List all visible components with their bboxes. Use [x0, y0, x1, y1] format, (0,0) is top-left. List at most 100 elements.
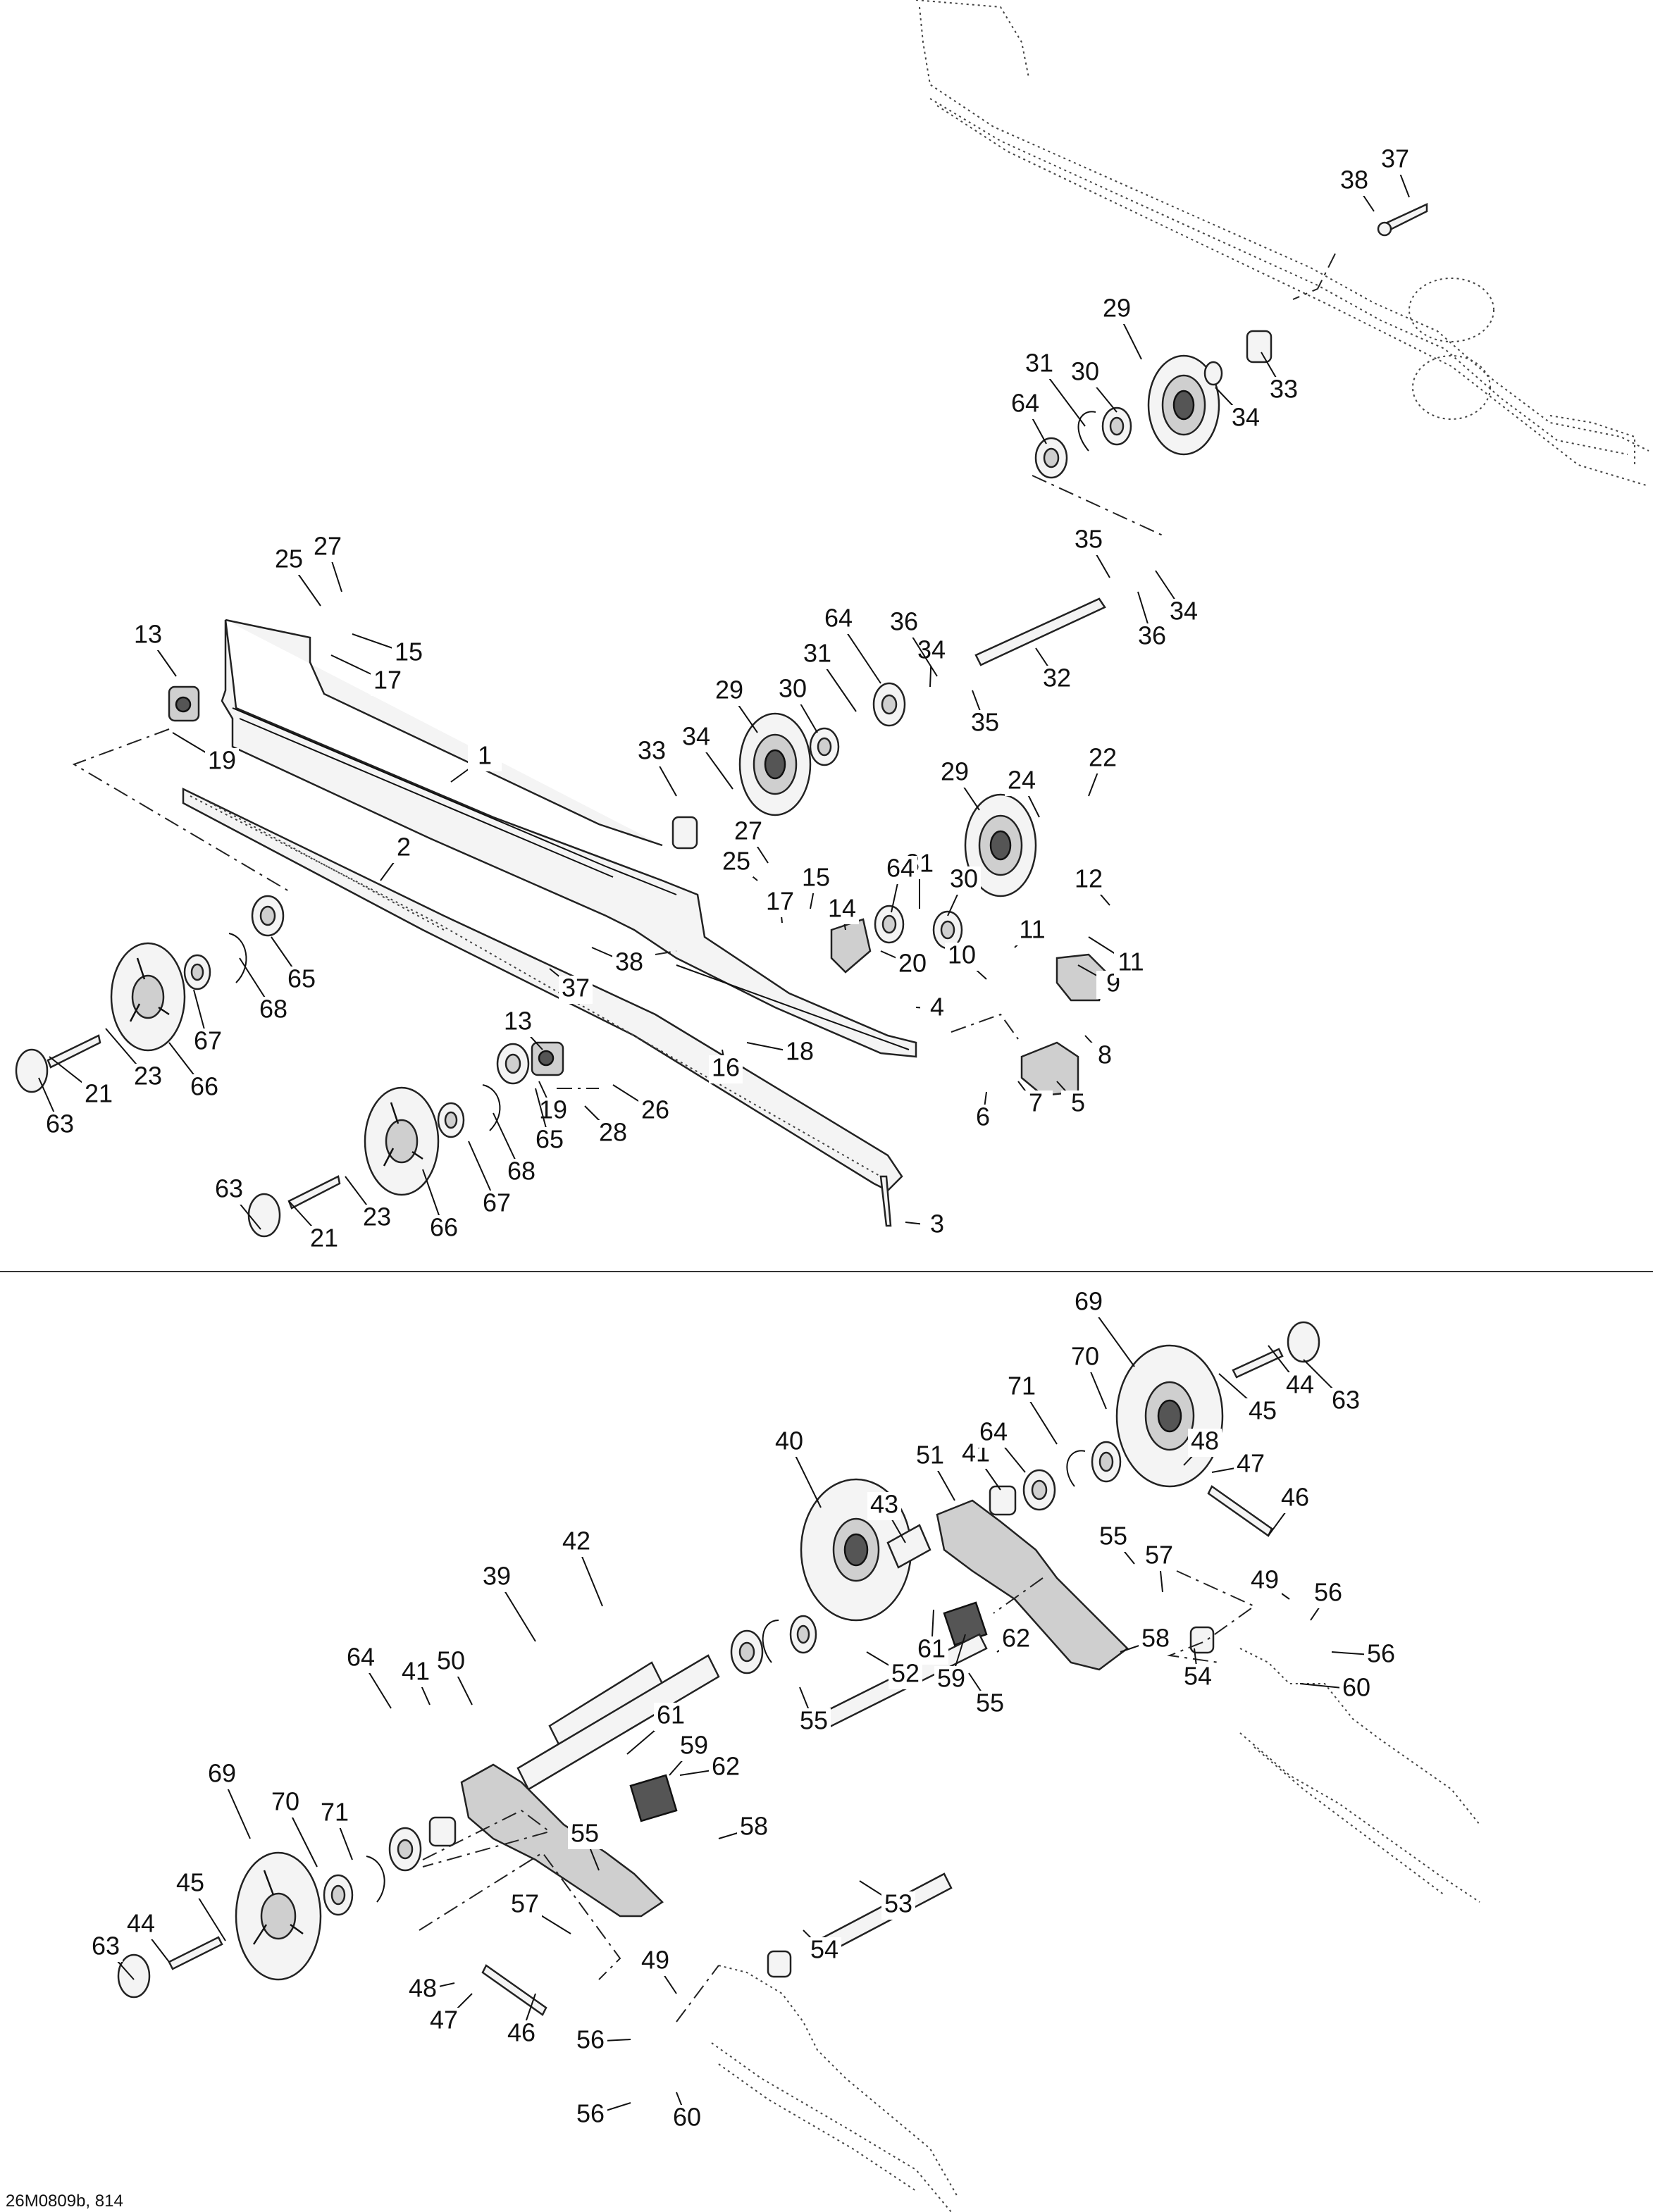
rail-outline-lower-right — [1239, 1648, 1480, 1903]
callout-number: 65 — [535, 1125, 564, 1154]
callout-c64b: 64 — [822, 604, 881, 684]
callout-bg — [256, 997, 290, 1025]
callout-c65a: 65 — [271, 936, 318, 995]
callout-number: 59 — [937, 1664, 965, 1693]
callout-bg — [480, 1191, 514, 1219]
stopper-block-9 — [1055, 953, 1108, 1002]
callout-c4: 4 — [915, 993, 954, 1023]
spring-59-lower — [629, 1774, 678, 1822]
callout-c35a: 35 — [1072, 525, 1110, 578]
callout-c44b: 44 — [124, 1909, 170, 1963]
callout-number: 30 — [1071, 357, 1099, 386]
callout-number: 44 — [1286, 1370, 1314, 1399]
callout-c41b: 41 — [399, 1657, 433, 1705]
callout-c36b: 36 — [887, 607, 938, 677]
callout-bg — [187, 1074, 221, 1102]
callout-bg — [1329, 1388, 1363, 1416]
callout-number: 29 — [941, 757, 969, 786]
callout-bg — [1339, 1675, 1373, 1703]
bearing-30-mid-b — [932, 910, 963, 950]
callout-number: 25 — [722, 847, 750, 876]
callout-bg — [670, 2105, 704, 2133]
callout-c14: 14 — [825, 894, 859, 931]
callout-bg — [822, 606, 855, 634]
callout-c31b: 31 — [800, 639, 857, 712]
callout-c30a: 30 — [1068, 357, 1118, 413]
callout-number: 71 — [1008, 1372, 1036, 1400]
leader-dash-mid — [72, 728, 1019, 1089]
callout-bg — [568, 1821, 602, 1849]
callout-number: 16 — [712, 1053, 740, 1082]
callout-c51: 51 — [913, 1441, 955, 1501]
callout-c66b: 66 — [422, 1169, 461, 1243]
bearing-67-right — [437, 1102, 465, 1138]
callout-c55b: 55 — [968, 1672, 1007, 1719]
callout-bg — [406, 1976, 440, 2004]
callout-number: 69 — [1075, 1287, 1103, 1316]
callout-c60a: 60 — [1299, 1673, 1373, 1703]
callout-number: 68 — [507, 1157, 535, 1186]
callout-number: 63 — [92, 1932, 120, 1961]
callout-bg — [712, 678, 746, 706]
callout-bg — [43, 1112, 77, 1140]
callout-number: 12 — [1075, 864, 1103, 893]
callout-number: 11 — [1019, 915, 1045, 944]
callout-c19b: 19 — [536, 1081, 570, 1126]
callout-number: 48 — [1191, 1427, 1219, 1455]
callout-c67b: 67 — [468, 1141, 514, 1219]
callout-number: 63 — [46, 1110, 74, 1138]
callout-number: 58 — [740, 1812, 768, 1841]
spacer-33-mid — [671, 816, 698, 850]
callout-bg — [1167, 599, 1201, 627]
callout-number: 46 — [1281, 1483, 1309, 1512]
callout-bg — [638, 1948, 672, 1976]
callout-bg — [719, 849, 753, 877]
callout-c63d: 63 — [89, 1932, 135, 1980]
washer-34-upper — [1203, 361, 1223, 386]
callout-bg — [205, 748, 239, 776]
callout-c31a: 31 — [1022, 349, 1086, 427]
callout-bg — [1337, 168, 1371, 196]
callout-c26: 26 — [612, 1084, 672, 1126]
callout-c30c: 30 — [947, 864, 981, 917]
callout-c70b: 70 — [268, 1787, 318, 1868]
callout-c34a: 34 — [1215, 387, 1263, 433]
sleeve-54-upper — [1189, 1626, 1215, 1654]
callout-bg — [1229, 405, 1263, 433]
callout-number: 61 — [657, 1701, 685, 1729]
callout-number: 35 — [971, 708, 999, 737]
callout-c44a: 44 — [1268, 1345, 1317, 1400]
callout-number: 70 — [271, 1787, 299, 1816]
callout-c61a: 61 — [915, 1609, 948, 1665]
callout-c37b: 37 — [549, 968, 593, 1004]
callout-bg — [574, 2027, 607, 2056]
cap-65-left — [251, 895, 285, 937]
callout-c15b: 15 — [799, 863, 833, 909]
ring-lower-mid — [762, 1620, 779, 1663]
callout-c42: 42 — [559, 1527, 603, 1607]
callout-number: 22 — [1089, 743, 1117, 772]
callout-c55c: 55 — [797, 1686, 831, 1736]
callout-number: 55 — [800, 1706, 828, 1735]
callout-number: 70 — [1071, 1342, 1099, 1371]
callout-c70a: 70 — [1068, 1342, 1107, 1410]
callout-bg — [1088, 1043, 1122, 1071]
callout-bg — [596, 1120, 630, 1148]
callout-bg — [268, 1789, 302, 1818]
callout-bg — [654, 1703, 688, 1731]
callout-bg — [913, 1443, 947, 1471]
callout-c37a: 37 — [1378, 144, 1412, 198]
callout-bg — [968, 710, 1002, 738]
callout-c64d: 64 — [977, 1417, 1026, 1473]
bearing-30-mid-a — [809, 727, 840, 766]
hub-cap-63-lower-right — [1287, 1321, 1320, 1363]
spring-59-upper — [943, 1601, 988, 1646]
callout-bg — [709, 1055, 743, 1083]
tube-39 — [516, 1654, 720, 1791]
callout-number: 61 — [917, 1634, 946, 1663]
rear-bumper-block-13b — [531, 1041, 564, 1076]
callout-c69a: 69 — [1072, 1287, 1135, 1367]
callout-number: 41 — [402, 1657, 430, 1686]
retaining-ring-31-upper — [1077, 411, 1096, 452]
rail-outline-lower-left — [711, 1965, 959, 2212]
